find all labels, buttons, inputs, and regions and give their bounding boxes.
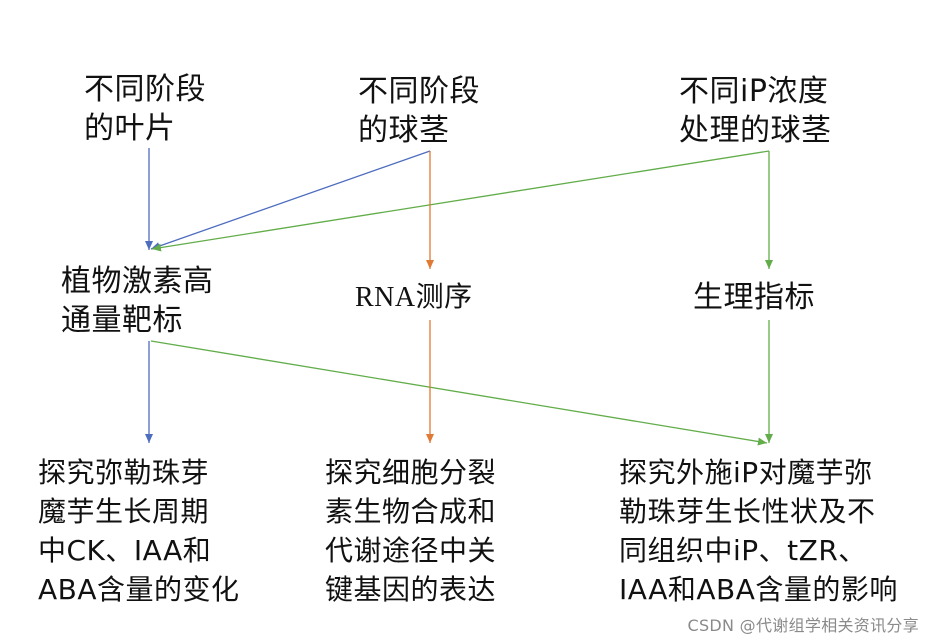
arrow-hormone-targets-to-result-ip xyxy=(150,340,768,446)
node-physiology-line-1: 生理指标 xyxy=(693,280,815,315)
node-result-genes-line-2: 素生物合成和 xyxy=(325,495,497,528)
node-result-ip-line-2: 勒珠芽生长性状及不 xyxy=(619,495,876,528)
node-leaves: 不同阶段 的叶片 xyxy=(84,70,206,148)
arrow-ip-treatment-to-hormone-targets xyxy=(151,150,770,252)
node-leaves-line-1: 不同阶段 xyxy=(84,72,206,107)
node-rna-seq: RNA测序 xyxy=(355,278,473,317)
node-ip-treatment: 不同iP浓度 处理的球茎 xyxy=(679,72,832,150)
node-leaves-line-2: 的叶片 xyxy=(84,111,176,146)
node-corm-stages-line-1: 不同阶段 xyxy=(358,74,480,109)
node-result-hormone-line-4: ABA含量的变化 xyxy=(38,573,240,606)
node-hormone-targets: 植物激素高 通量靶标 xyxy=(61,262,214,340)
node-result-genes: 探究细胞分裂 素生物合成和 代谢途径中关 键基因的表达 xyxy=(325,453,496,609)
node-result-hormone-line-1: 探究弥勒珠芽 xyxy=(38,456,210,489)
node-ip-treatment-line-1: 不同iP浓度 xyxy=(679,74,829,109)
node-result-hormone-line-2: 魔芋生长周期 xyxy=(38,495,210,528)
node-rna-seq-line-1: RNA测序 xyxy=(355,282,473,313)
node-corm-stages-line-2: 的球茎 xyxy=(358,113,450,148)
node-result-ip-line-4: IAA和ABA含量的影响 xyxy=(619,573,898,606)
node-result-hormone-line-3: 中CK、IAA和 xyxy=(38,534,212,567)
node-hormone-targets-line-1: 植物激素高 xyxy=(61,264,214,299)
node-corm-stages: 不同阶段 的球茎 xyxy=(358,72,480,150)
node-result-genes-line-3: 代谢途径中关 xyxy=(325,534,497,567)
node-hormone-targets-line-2: 通量靶标 xyxy=(61,303,183,338)
watermark: CSDN @代谢组学相关资讯分享 xyxy=(687,616,919,635)
node-result-genes-line-4: 键基因的表达 xyxy=(325,573,497,606)
node-result-ip-line-1: 探究外施iP对魔芋弥 xyxy=(619,456,873,489)
arrow-corm-stages-to-hormone-targets xyxy=(150,150,431,250)
node-result-hormone: 探究弥勒珠芽 魔芋生长周期 中CK、IAA和 ABA含量的变化 xyxy=(38,453,240,609)
node-result-ip-line-3: 同组织中iP、tZR、 xyxy=(619,534,867,567)
node-physiology: 生理指标 xyxy=(693,278,815,317)
node-result-ip: 探究外施iP对魔芋弥 勒珠芽生长性状及不 同组织中iP、tZR、 IAA和ABA… xyxy=(619,453,898,609)
node-result-genes-line-1: 探究细胞分裂 xyxy=(325,456,497,489)
node-ip-treatment-line-2: 处理的球茎 xyxy=(679,113,832,148)
